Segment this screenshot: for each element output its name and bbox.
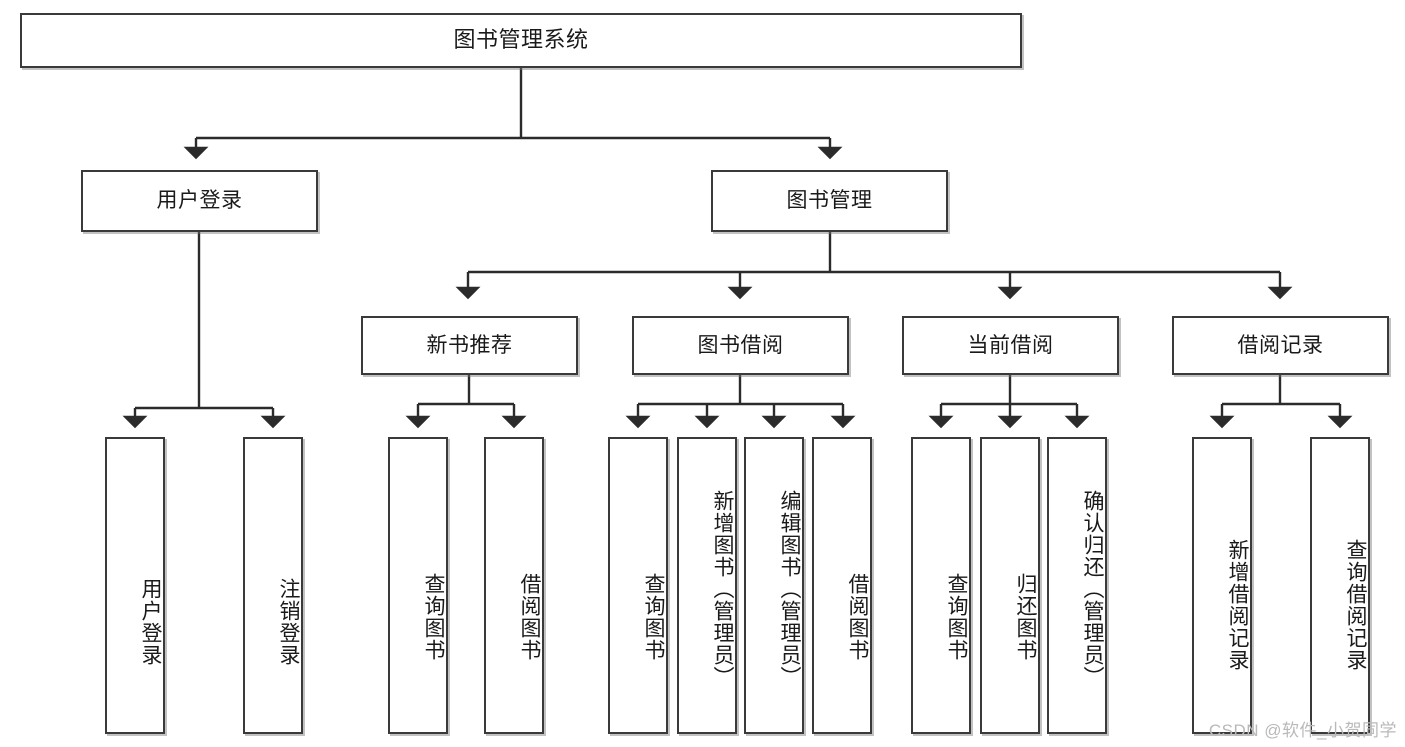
node-new-book-recommend[interactable]: 新书推荐 [361,316,578,375]
leaf-confirm-return-admin[interactable]: 确认归还（管理员） [1047,437,1107,734]
leaf-query-book-current[interactable]: 查询图书 [911,437,971,734]
leaf-query-borrow-record[interactable]: 查询借阅记录 [1310,437,1370,734]
node-book-borrow[interactable]: 图书借阅 [632,316,849,375]
node-borrow-record[interactable]: 借阅记录 [1172,316,1389,375]
leaf-add-book-admin[interactable]: 新增图书（管理员） [677,437,737,734]
leaf-edit-book-admin[interactable]: 编辑图书（管理员） [744,437,804,734]
node-book-management[interactable]: 图书管理 [711,170,948,232]
leaf-query-book-rec[interactable]: 查询图书 [388,437,448,734]
leaf-borrow-book-borrow[interactable]: 借阅图书 [812,437,872,734]
node-current-borrow[interactable]: 当前借阅 [902,316,1119,375]
node-user-login[interactable]: 用户登录 [81,170,318,232]
leaf-return-book[interactable]: 归还图书 [980,437,1040,734]
leaf-logout[interactable]: 注销登录 [243,437,303,734]
leaf-user-login[interactable]: 用户登录 [105,437,165,734]
leaf-add-borrow-record[interactable]: 新增借阅记录 [1192,437,1252,734]
leaf-query-book-borrow[interactable]: 查询图书 [608,437,668,734]
csdn-watermark: CSDN @软件_小贺同学 [1208,721,1397,740]
node-root[interactable]: 图书管理系统 [20,13,1022,68]
leaf-borrow-book-rec[interactable]: 借阅图书 [484,437,544,734]
